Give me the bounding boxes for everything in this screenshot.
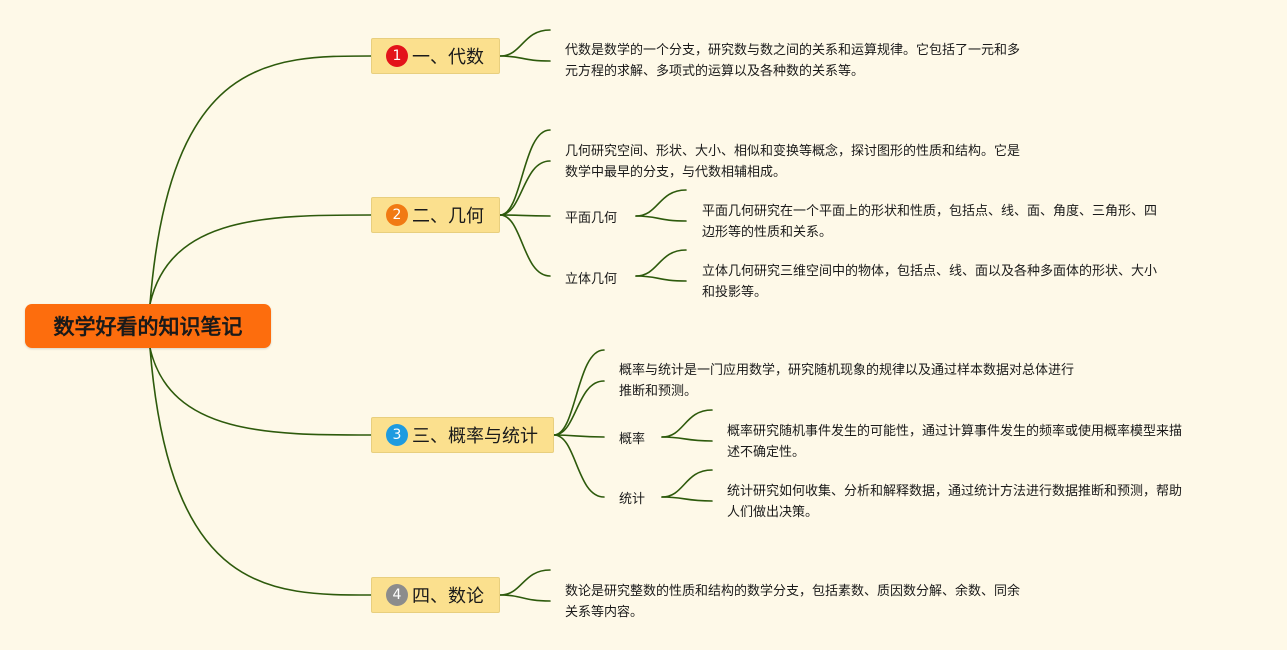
- badge-1-icon: 1: [386, 45, 408, 67]
- link-plane-bottom: [635, 215, 687, 222]
- link-stat-top: [661, 469, 713, 498]
- link-solid-top: [635, 249, 687, 277]
- link-nt-bottom: [499, 594, 551, 602]
- algebra-description: 代数是数学的一个分支，研究数与数之间的关系和运算规律。它包括了一元和多 元方程的…: [565, 43, 1021, 79]
- badge-2-icon: 2: [386, 204, 408, 226]
- badge-4-icon: 4: [386, 584, 408, 606]
- link-prob-desc-top: [553, 349, 605, 436]
- subtopic-statistics[interactable]: 统计: [619, 492, 646, 507]
- link-plane-top: [635, 189, 687, 217]
- subtopic-solid-geometry[interactable]: 立体几何: [565, 272, 618, 287]
- branch-algebra[interactable]: 1 一、代数: [371, 38, 500, 74]
- link-geo-desc-bottom: [499, 160, 551, 216]
- branch-label: 二、几何: [412, 206, 484, 227]
- branch-label: 四、数论: [412, 586, 484, 607]
- branch-label: 一、代数: [412, 47, 484, 68]
- link-stat-bottom: [661, 496, 713, 502]
- subtopic-probability[interactable]: 概率: [619, 432, 646, 447]
- root-link-4: [149, 347, 372, 596]
- badge-3-icon: 3: [386, 424, 408, 446]
- link-algebra-top: [499, 29, 551, 57]
- link-prob-top: [661, 409, 713, 438]
- link-prob-bottom: [661, 436, 713, 442]
- branch-probability-statistics[interactable]: 3 三、概率与统计: [371, 417, 554, 453]
- link-algebra-bottom: [499, 55, 551, 62]
- link-prob: [553, 434, 605, 438]
- link-stat: [553, 434, 605, 498]
- statistics-description: 统计研究如何收集、分析和解释数据，通过统计方法进行数据推断和预测，帮助 人们做出…: [727, 484, 1183, 520]
- probability-statistics-description: 概率与统计是一门应用数学，研究随机现象的规律以及通过样本数据对总体进行 推断和预…: [619, 363, 1075, 399]
- link-prob-desc-bottom: [553, 380, 605, 436]
- link-nt-top: [499, 569, 551, 596]
- root-title: 数学好看的知识笔记: [53, 315, 243, 339]
- branch-number-theory[interactable]: 4 四、数论: [371, 577, 500, 613]
- link-geo-desc-top: [499, 129, 551, 216]
- plane-geometry-description: 平面几何研究在一个平面上的形状和性质，包括点、线、面、角度、三角形、四 边形等的…: [702, 204, 1158, 240]
- root-topic[interactable]: 数学好看的知识笔记: [25, 304, 271, 348]
- link-geo-plane: [499, 214, 551, 217]
- branch-label: 三、概率与统计: [412, 426, 538, 447]
- number-theory-description: 数论是研究整数的性质和结构的数学分支，包括素数、质因数分解、余数、同余 关系等内…: [565, 584, 1021, 620]
- branch-geometry[interactable]: 2 二、几何: [371, 197, 500, 233]
- geometry-description: 几何研究空间、形状、大小、相似和变换等概念，探讨图形的性质和结构。它是 数学中最…: [565, 144, 1021, 180]
- link-solid-bottom: [635, 275, 687, 282]
- probability-description: 概率研究随机事件发生的可能性，通过计算事件发生的频率或使用概率模型来描 述不确定…: [727, 424, 1183, 460]
- subtopic-plane-geometry[interactable]: 平面几何: [565, 211, 618, 226]
- link-geo-solid: [499, 214, 551, 277]
- root-link-3: [149, 347, 372, 436]
- solid-geometry-description: 立体几何研究三维空间中的物体，包括点、线、面以及各种多面体的形状、大小 和投影等…: [702, 264, 1158, 300]
- root-link-2: [149, 214, 372, 305]
- root-link-1: [149, 55, 372, 305]
